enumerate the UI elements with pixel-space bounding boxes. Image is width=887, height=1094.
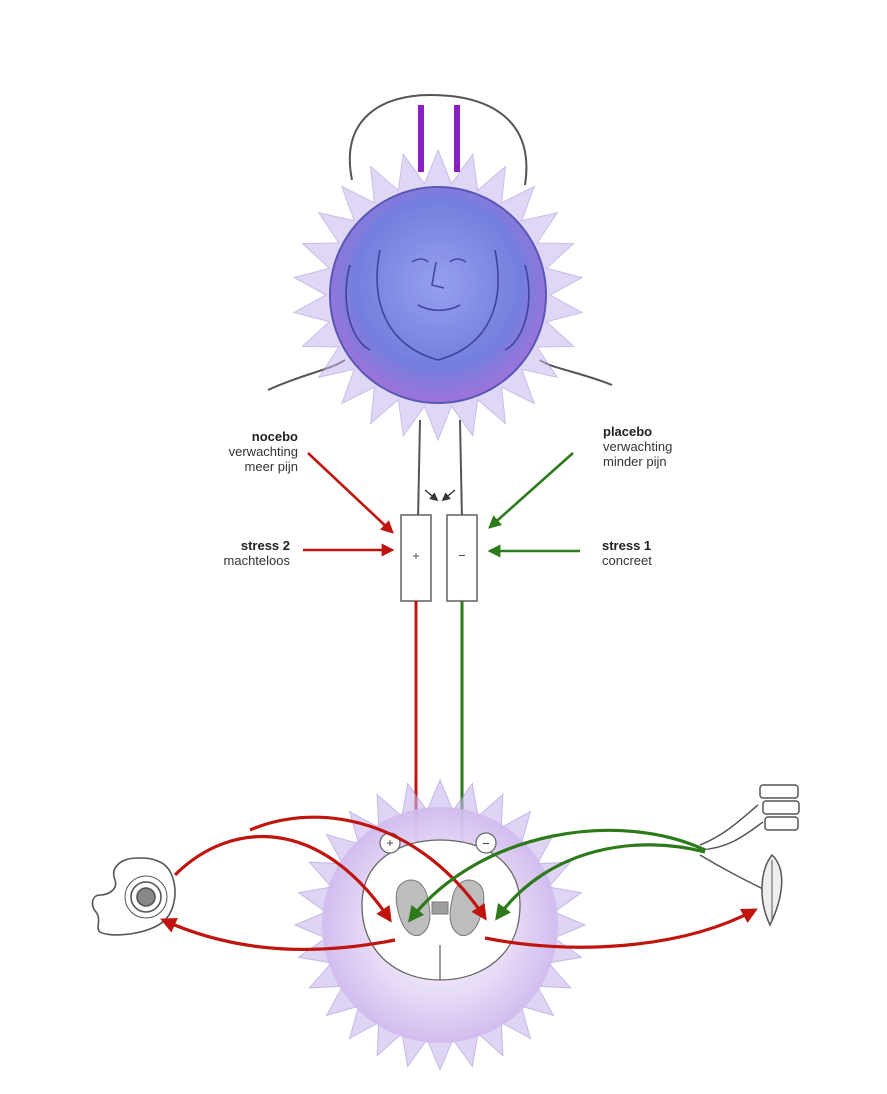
nocebo-line2: meer pijn — [244, 459, 298, 474]
spinal-cord: + − — [293, 778, 587, 1072]
placebo-arrow — [488, 452, 574, 529]
stress1-label: stress 1 concreet — [602, 538, 702, 568]
modulation-boxes: + − — [400, 514, 478, 602]
converging-arrows — [424, 489, 456, 502]
inhibition-circle-sign: − — [482, 836, 490, 851]
stress1-title: stress 1 — [602, 538, 652, 553]
input-arrows — [303, 452, 580, 558]
inhibition-box — [446, 514, 478, 602]
stress1-line1: concreet — [602, 553, 652, 568]
placebo-title: placebo — [603, 424, 653, 439]
inhibition-sign: − — [458, 548, 466, 563]
placebo-line2: minder pijn — [603, 454, 667, 469]
stomach-to-cord-arrow — [173, 834, 392, 923]
spine-muscle-icon — [699, 784, 800, 927]
nocebo-label: nocebo verwachting meer pijn — [190, 429, 298, 474]
head-outline — [267, 93, 613, 521]
nocebo-title: nocebo — [251, 429, 298, 444]
facilitation-sign: + — [412, 549, 419, 563]
spine-to-cord-arrow — [408, 828, 706, 923]
purple-input-arrows — [418, 105, 460, 172]
stomach-to-cord-arrow-2 — [249, 815, 487, 921]
placebo-label: placebo verwachting minder pijn — [603, 424, 723, 469]
nocebo-arrow — [307, 452, 394, 534]
stomach-icon — [91, 857, 176, 936]
face-sketch — [345, 249, 530, 361]
cord-to-stomach-arrow — [160, 918, 396, 952]
stress2-line1: machteloos — [223, 553, 290, 568]
nocebo-line1: verwachting — [228, 444, 298, 459]
facilitation-circle-sign: + — [386, 836, 393, 850]
placebo-line1: verwachting — [603, 439, 673, 454]
facilitation-box — [400, 514, 432, 602]
stress2-label: stress 2 machteloos — [190, 538, 290, 568]
spine-to-cord-arrow-2 — [495, 843, 706, 921]
spinal-pathways — [160, 815, 758, 952]
stress2-title: stress 2 — [240, 538, 290, 553]
brain-star — [292, 148, 584, 442]
cord-to-muscle-arrow — [484, 908, 758, 949]
